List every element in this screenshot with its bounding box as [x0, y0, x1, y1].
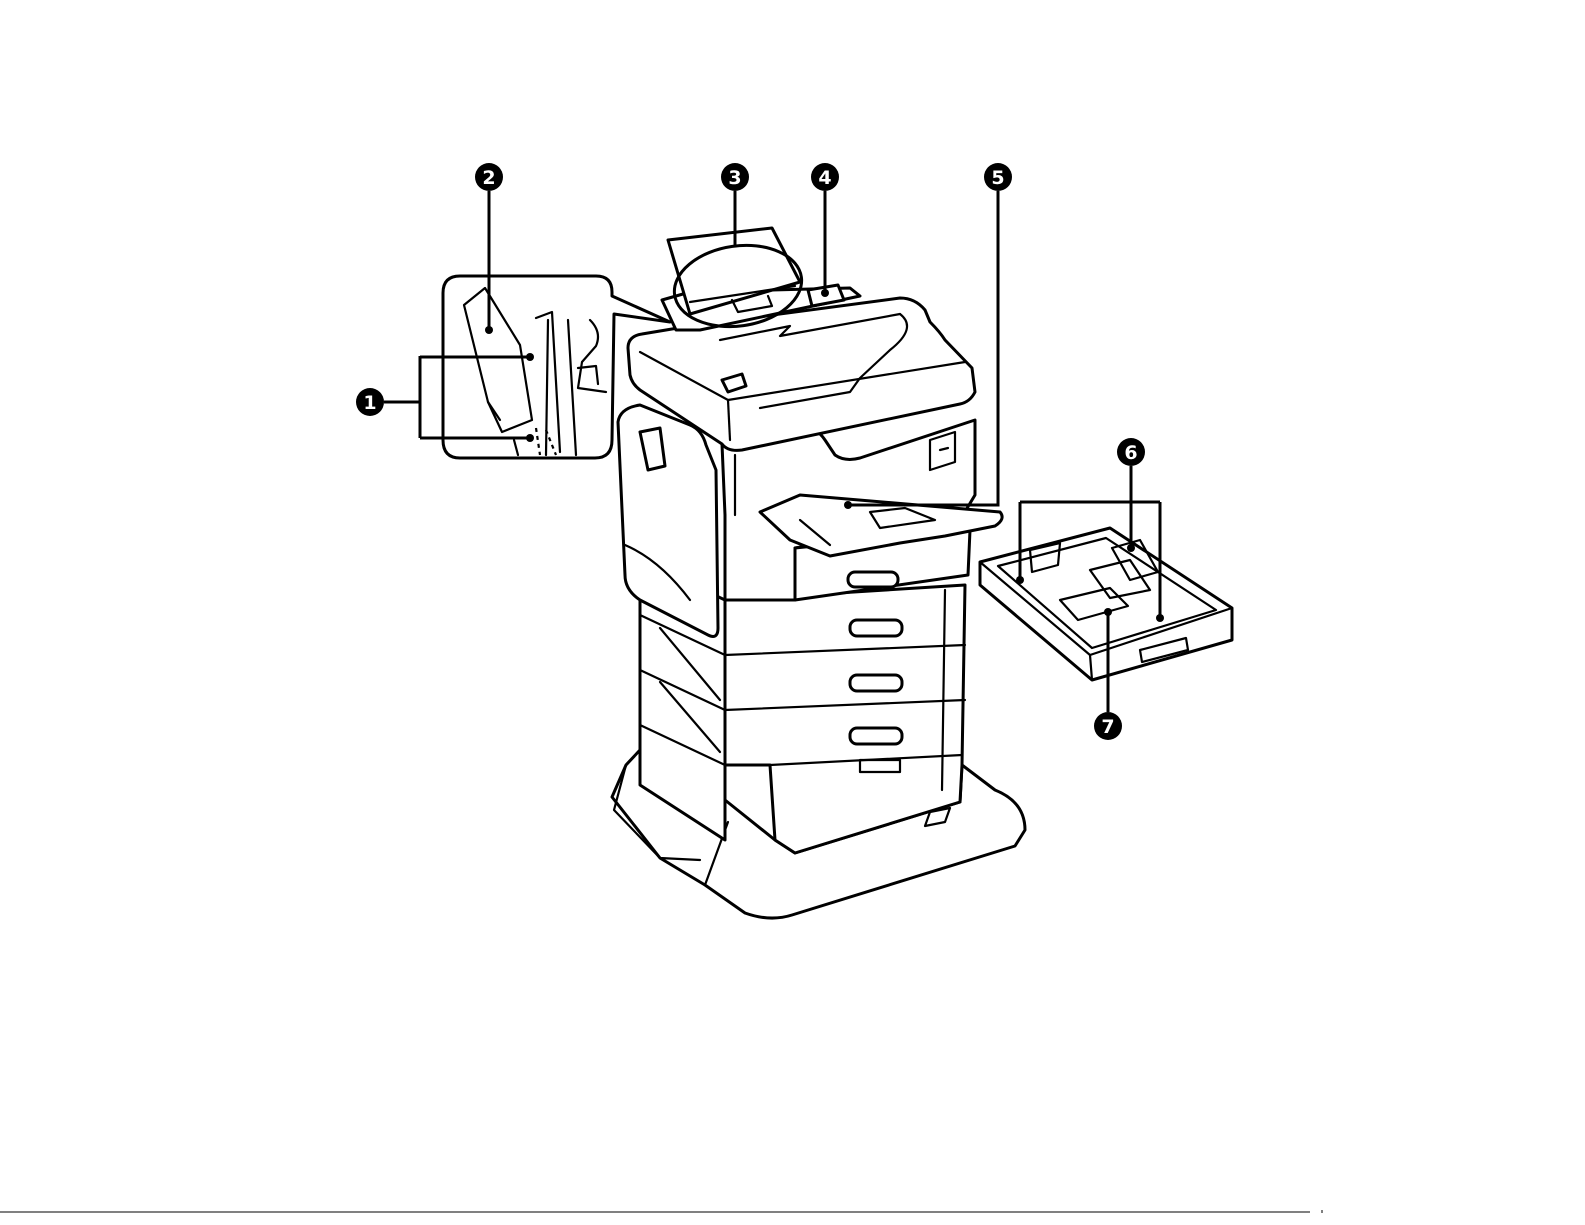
callout-number: 4 [818, 167, 831, 189]
callout-marker-7: 7 [1094, 712, 1122, 740]
callout-marker-1: 1 [356, 388, 384, 416]
callout-marker-3: 3 [721, 163, 749, 191]
callout-marker-6: 6 [1117, 438, 1145, 466]
callout-number: 7 [1101, 716, 1114, 738]
removed-paper-cassette[interactable] [980, 528, 1232, 680]
cassette-1-handle[interactable] [848, 572, 898, 587]
callout-number: 5 [991, 167, 1004, 189]
paper-cassette-2[interactable] [850, 620, 902, 636]
rear-side-unit [618, 405, 718, 636]
callout-marker-5: 5 [984, 163, 1012, 191]
cassette-4-handle[interactable] [850, 728, 902, 744]
drawer-stack-front [725, 585, 965, 853]
callout-number: 2 [482, 167, 495, 189]
callout-marker-4: 4 [811, 163, 839, 191]
callout-number: 6 [1124, 442, 1137, 464]
cassette-3-handle[interactable] [850, 675, 902, 691]
callout-marker-2: 2 [475, 163, 503, 191]
callout-number: 3 [728, 167, 741, 189]
paper-cassette-4[interactable] [850, 728, 902, 744]
cassette-2-handle[interactable] [850, 620, 902, 636]
paper-cassette-3[interactable] [850, 675, 902, 691]
callout-number: 1 [363, 392, 376, 414]
